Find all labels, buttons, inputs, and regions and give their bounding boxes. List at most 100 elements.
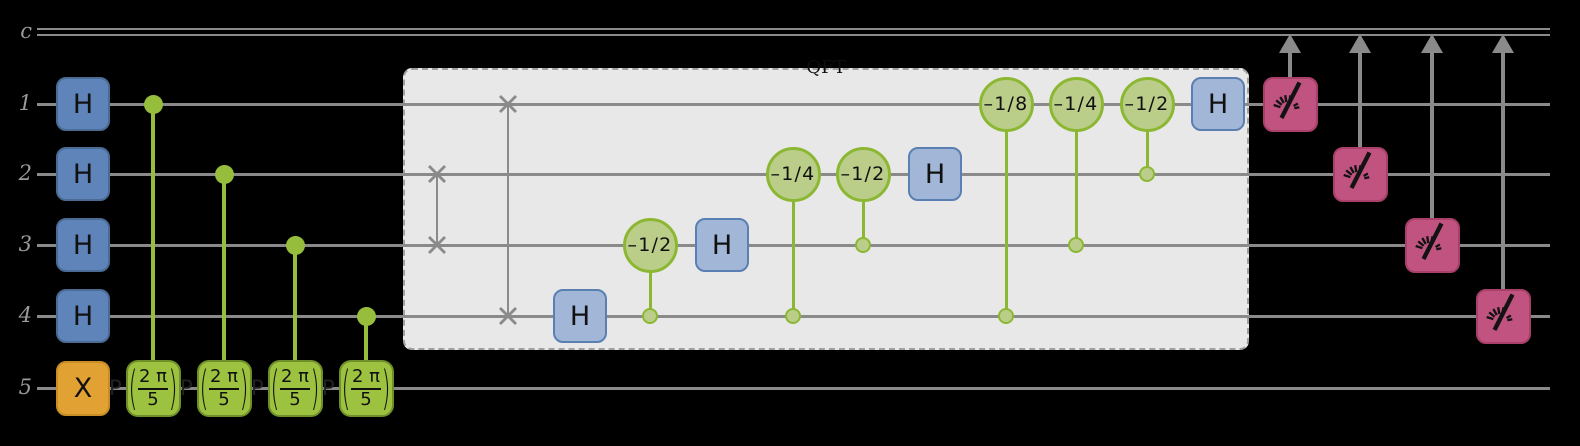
controlled-phase-gate: –1/8: [978, 76, 1034, 132]
control-line: [861, 174, 865, 245]
fraction-denominator: 5: [218, 388, 230, 410]
hadamard-gate: H: [56, 77, 110, 131]
qft-label: QFT: [806, 57, 846, 78]
fraction-bar: [209, 387, 239, 390]
qft-group-box: [403, 68, 1249, 350]
control-line: [1004, 104, 1008, 316]
control-line: [364, 316, 368, 360]
phase-label: –1/2: [627, 234, 673, 256]
measure-gate: [1404, 217, 1460, 273]
phase-label: –1/4: [770, 163, 816, 185]
swap-connector: [506, 104, 510, 316]
control-dot: [285, 235, 305, 255]
fraction-numerator: 2 π: [138, 365, 167, 387]
swap-cross-icon: [426, 163, 448, 185]
measure-to-classical-line: [1358, 50, 1362, 147]
controlled-phase-gate: –1/2: [1119, 76, 1175, 132]
measure-gate: [1475, 288, 1531, 344]
phase-gate-prefix: P: [109, 376, 122, 400]
qubit-wire: [37, 386, 1550, 390]
hadamard-gate: H: [908, 147, 962, 201]
hadamard-gate: H: [56, 147, 110, 201]
gate-letter: H: [72, 300, 94, 332]
hadamard-gate: H: [56, 289, 110, 343]
hadamard-gate: H: [695, 218, 749, 272]
fraction-bar: [138, 387, 168, 390]
gate-letter: H: [72, 229, 94, 261]
left-paren: (: [270, 360, 280, 415]
gate-letter: H: [72, 158, 94, 190]
measure-meter-icon: [1263, 73, 1318, 135]
qubit-label: 4: [18, 303, 32, 327]
phase-label: –1/2: [1124, 93, 1170, 115]
right-paren: ): [239, 360, 249, 415]
controlled-phase-gate: –1/4: [765, 146, 821, 202]
controlled-phase-gate: –1/2: [835, 146, 891, 202]
fraction-denominator: 5: [289, 388, 301, 410]
fraction-numerator: 2 π: [280, 365, 309, 387]
control-dot: [785, 308, 801, 324]
fraction-numerator: 2 π: [209, 365, 238, 387]
hadamard-gate: H: [1191, 77, 1245, 131]
measure-meter-icon: [1333, 143, 1388, 205]
phase-label: –1/2: [840, 163, 886, 185]
qubit-label: 5: [18, 375, 32, 399]
measure-gate: [1262, 76, 1318, 132]
fraction-denominator: 5: [147, 388, 159, 410]
swap-connector: [435, 174, 439, 245]
measure-arrow: [1421, 34, 1443, 53]
gate-letter: H: [569, 300, 591, 332]
phase-label: –1/4: [1053, 93, 1099, 115]
swap-cross-icon: [497, 305, 519, 327]
control-line: [293, 245, 297, 360]
qubit-label: 1: [18, 91, 32, 115]
measure-to-classical-line: [1430, 50, 1434, 218]
measure-gate: [1332, 146, 1388, 202]
measure-arrow: [1349, 34, 1371, 53]
right-paren: ): [310, 360, 320, 415]
measure-to-classical-line: [1288, 50, 1292, 77]
fraction-denominator: 5: [360, 388, 372, 410]
left-paren: (: [341, 360, 351, 415]
phase-gate-prefix: P: [180, 376, 193, 400]
x-gate: X: [56, 360, 110, 416]
swap-cross-icon: [497, 93, 519, 115]
controlled-phase-gate: –1/2: [622, 217, 678, 273]
control-line: [151, 104, 155, 360]
control-dot: [356, 306, 376, 326]
phase-gate-prefix: P: [251, 376, 264, 400]
right-paren: ): [381, 360, 391, 415]
control-dot: [855, 237, 871, 253]
swap-cross-icon: [426, 234, 448, 256]
clbit-label: c: [20, 19, 32, 43]
control-line: [222, 174, 226, 360]
gate-letter: H: [1207, 88, 1229, 120]
controlled-phase-gate: –1/4: [1048, 76, 1104, 132]
control-dot: [214, 164, 234, 184]
measure-meter-icon: [1476, 285, 1531, 347]
hadamard-gate: H: [553, 289, 607, 343]
classical-wire: [37, 28, 1550, 36]
control-dot: [1068, 237, 1084, 253]
control-line: [1145, 104, 1149, 174]
gate-letter: H: [924, 158, 946, 190]
measure-arrow: [1492, 34, 1514, 53]
gate-letter: H: [711, 229, 733, 261]
qubit-label: 3: [18, 232, 32, 256]
measure-meter-icon: [1405, 214, 1460, 276]
control-dot: [642, 308, 658, 324]
left-paren: (: [199, 360, 209, 415]
control-dot: [998, 308, 1014, 324]
left-paren: (: [128, 360, 138, 415]
qubit-label: 2: [18, 161, 32, 185]
phase-label: –1/8: [983, 93, 1029, 115]
gate-letter: X: [73, 372, 93, 404]
